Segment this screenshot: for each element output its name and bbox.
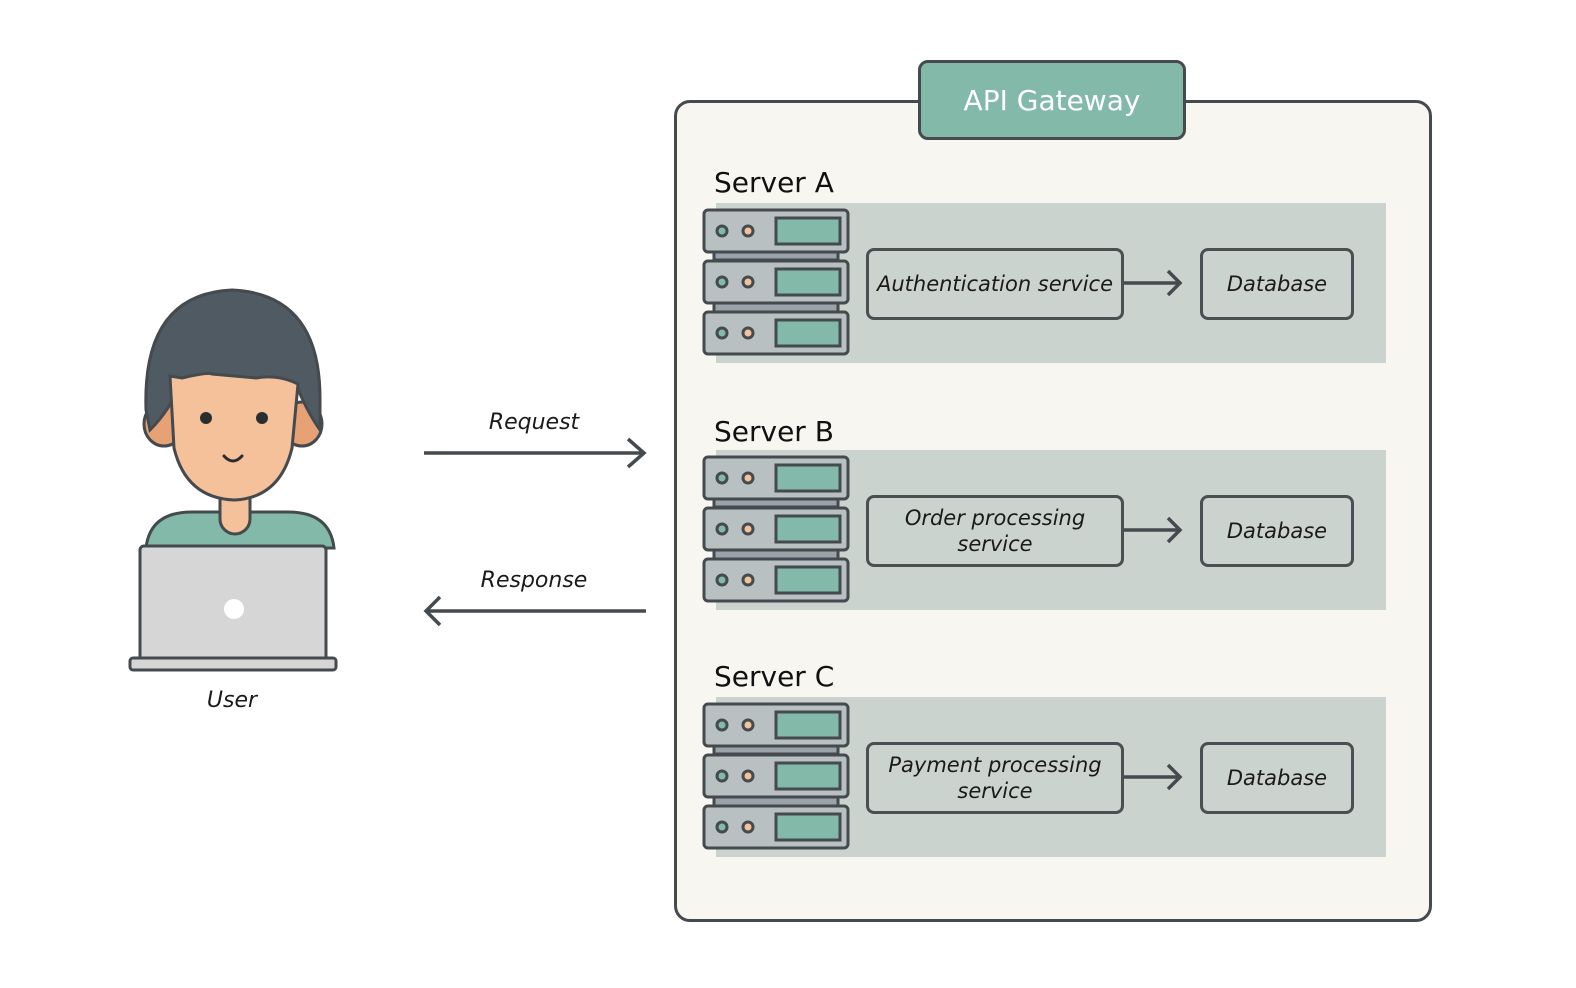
- database-box: Database: [1200, 495, 1354, 567]
- server-rack-icon: [702, 702, 850, 850]
- gateway-title: API Gateway: [918, 60, 1186, 140]
- database-box: Database: [1200, 742, 1354, 814]
- response-arrow-icon: [423, 595, 646, 627]
- request-arrow-icon: [424, 437, 647, 469]
- user-label: User: [206, 688, 258, 713]
- request-label: Request: [488, 410, 580, 435]
- arrow-right-icon: [1124, 516, 1183, 544]
- order-processing-service-box: Order processing service: [866, 495, 1124, 567]
- server-a-title: Server A: [714, 166, 834, 199]
- server-rack-icon: [702, 455, 850, 603]
- server-rack-icon: [702, 208, 850, 356]
- database-box: Database: [1200, 248, 1354, 320]
- authentication-service-box: Authentication service: [866, 248, 1124, 320]
- arrow-right-icon: [1124, 269, 1183, 297]
- payment-processing-service-box: Payment processing service: [866, 742, 1124, 814]
- response-label: Response: [480, 568, 588, 593]
- arrow-right-icon: [1124, 763, 1183, 791]
- server-c-title: Server C: [714, 660, 835, 693]
- server-b-title: Server B: [714, 415, 834, 448]
- user-icon: [128, 288, 338, 672]
